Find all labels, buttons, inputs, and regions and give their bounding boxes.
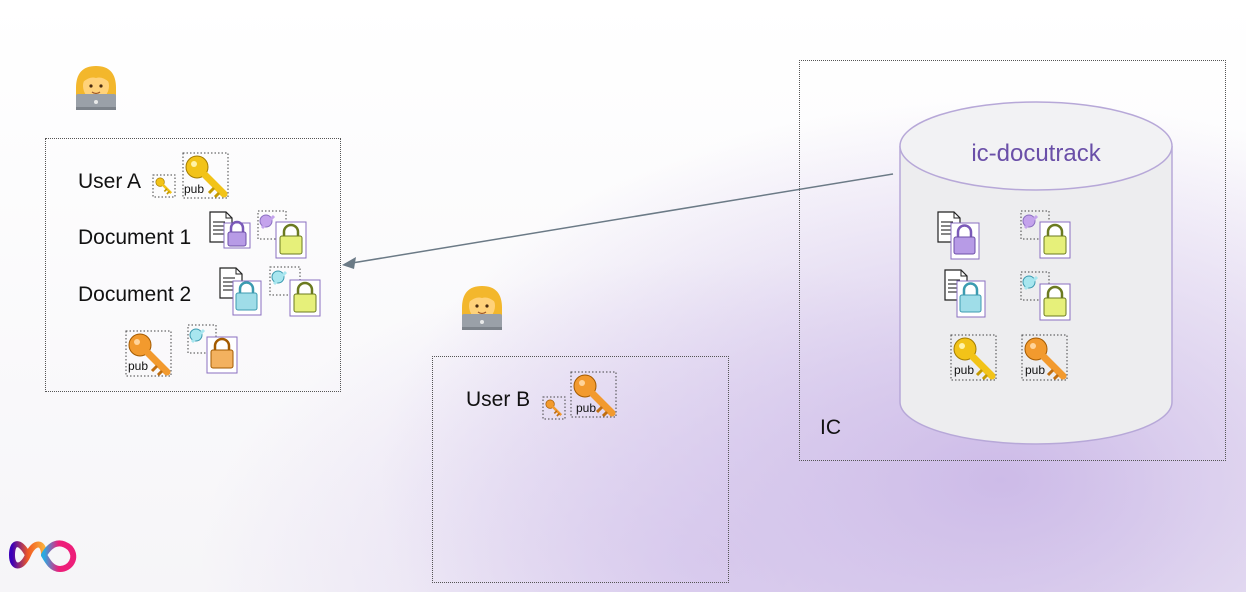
user-a-box bbox=[45, 138, 341, 392]
canister-title: ic-docutrack bbox=[971, 140, 1101, 167]
infinity-logo-icon bbox=[8, 540, 77, 573]
document-2-label: Document 2 bbox=[78, 283, 192, 306]
user-a-label: User A bbox=[78, 170, 142, 193]
document-1-label: Document 1 bbox=[78, 226, 192, 249]
user-b-box bbox=[432, 356, 729, 583]
user-b-label: User B bbox=[466, 388, 531, 411]
ic-region-label: IC bbox=[820, 416, 841, 439]
ic-region-box bbox=[799, 60, 1226, 461]
